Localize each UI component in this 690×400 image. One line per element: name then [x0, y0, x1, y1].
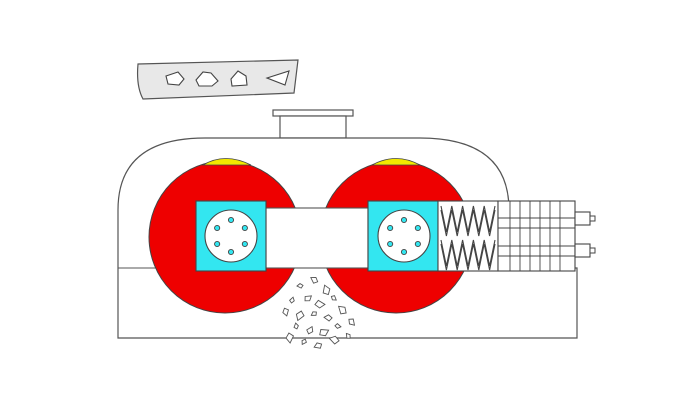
feed-chute	[136, 59, 299, 100]
bolt-icon	[414, 240, 421, 248]
shaft-frame	[265, 207, 369, 269]
particle	[314, 299, 326, 309]
particle	[323, 314, 333, 322]
bolt-icon	[400, 248, 408, 256]
spring-coil-row	[440, 209, 496, 237]
right-bearing-hub	[377, 209, 431, 263]
irregular-hexagon-icon	[195, 71, 219, 87]
bolt-icon	[387, 224, 394, 232]
particle	[334, 323, 342, 329]
particle	[289, 296, 295, 304]
particle	[296, 283, 304, 289]
left-bearing-block	[195, 200, 267, 272]
particle	[330, 295, 337, 301]
right-bolt-ring	[387, 216, 421, 256]
left-bolt-ring	[214, 216, 248, 256]
spring-coil	[440, 205, 496, 271]
feed-inlet	[272, 109, 354, 139]
right-roller-material-top	[371, 158, 421, 166]
bolt-icon	[214, 224, 221, 232]
bolt-icon	[400, 216, 408, 224]
spring-coil-row	[440, 205, 496, 233]
particle	[345, 332, 351, 339]
particle	[295, 310, 305, 322]
left-roller-material-top	[201, 158, 252, 166]
pentagon-icon	[165, 71, 185, 86]
particle	[348, 318, 356, 326]
particle	[337, 305, 347, 315]
particle	[319, 329, 330, 337]
bolt-icon	[414, 224, 421, 232]
spring-housing	[437, 200, 499, 272]
right-bearing-block	[367, 200, 439, 272]
particle	[328, 335, 340, 345]
particle	[310, 276, 319, 284]
bolt-icon	[241, 224, 248, 232]
particle	[322, 284, 331, 296]
bolt-icon	[214, 240, 221, 248]
spring-coil-row	[440, 243, 496, 271]
particle	[301, 338, 307, 346]
particle	[282, 307, 289, 317]
spring-coil-row	[440, 239, 496, 267]
particle	[313, 342, 323, 349]
adjustment-frame	[497, 200, 596, 272]
feed-chute-body	[136, 59, 299, 100]
lower-adjustment-bolt	[574, 243, 596, 258]
particle	[306, 325, 314, 335]
particle	[285, 332, 295, 344]
crushed-particles	[282, 276, 356, 349]
bolt-icon	[241, 240, 248, 248]
particle	[293, 322, 299, 330]
bolt-icon	[227, 216, 235, 224]
triangle-icon	[265, 70, 290, 86]
left-bearing-hub	[204, 209, 258, 263]
particle	[310, 311, 317, 316]
house-shape-icon	[230, 70, 248, 87]
particle	[304, 295, 313, 302]
bolt-icon	[387, 240, 394, 248]
bolt-icon	[227, 248, 235, 256]
upper-adjustment-bolt	[574, 211, 596, 226]
